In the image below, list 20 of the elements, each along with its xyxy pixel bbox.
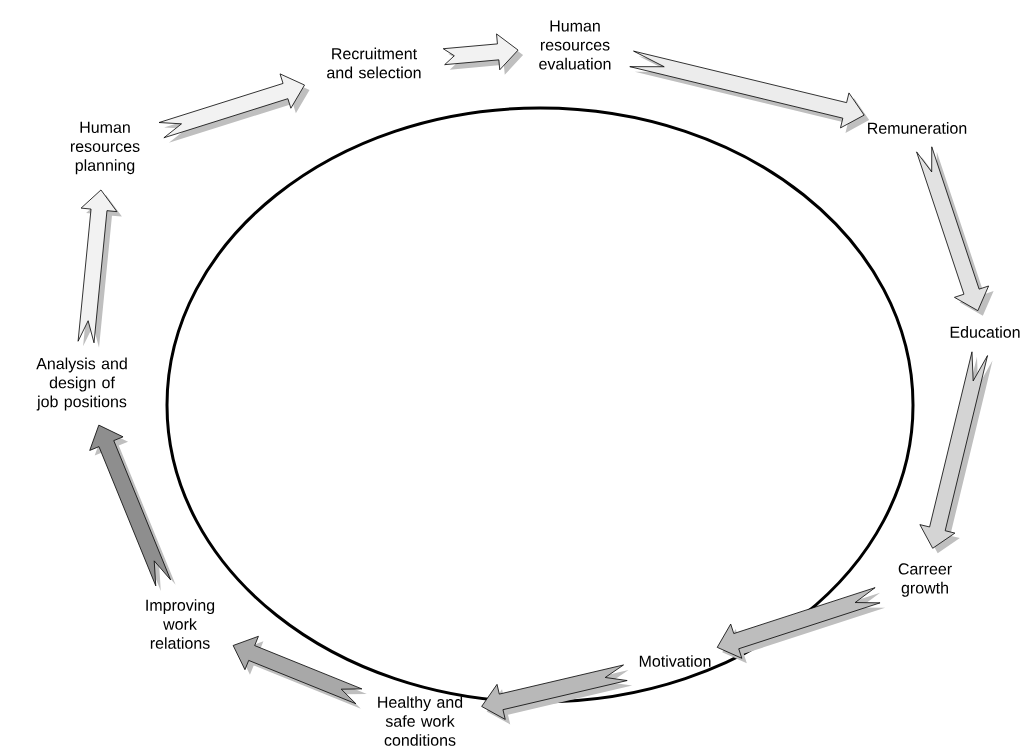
label: Healthy and safe work conditions (378, 696, 463, 746)
block-arrow (481, 664, 633, 725)
label: Human resources evaluation (539, 20, 611, 70)
label: Recruitment and selection (327, 47, 421, 79)
label: Human resources planning (70, 121, 140, 175)
block-arrow (442, 33, 524, 75)
label: Education (950, 326, 1020, 338)
label: Remuneration (868, 122, 967, 134)
block-arrow (919, 351, 993, 554)
label: Carreer growth (898, 563, 952, 597)
label: Analysis and design of job positions (36, 357, 127, 411)
block-arrow (716, 587, 886, 664)
label: Improving work relations (146, 599, 215, 649)
block-arrow (232, 635, 367, 709)
block-arrow (77, 189, 122, 348)
label: Motivation (639, 655, 711, 667)
block-arrow (916, 146, 994, 316)
block-arrow (89, 424, 176, 591)
block-arrow (629, 50, 870, 133)
block-arrow (158, 73, 310, 143)
